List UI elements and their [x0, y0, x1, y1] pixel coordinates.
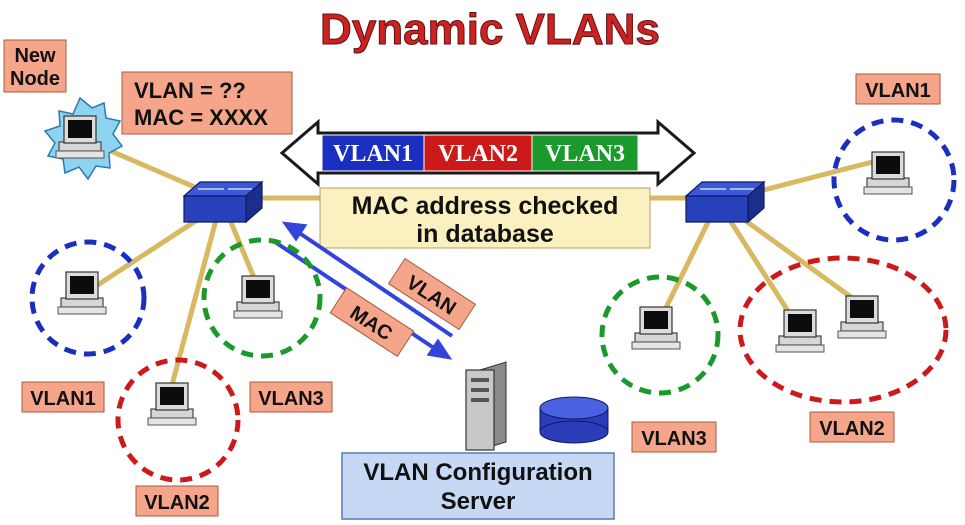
vlan-arrow-label-box: [387, 257, 477, 331]
right-switch-icon: [685, 181, 765, 223]
vlan-arrow-line: [290, 226, 454, 338]
query-mac-line: MAC = XXXX: [134, 105, 268, 130]
mac-check-note: [319, 187, 651, 249]
left-vlan3-label: VLAN3: [258, 388, 324, 410]
server-tower-icon: [465, 361, 507, 451]
right-vlan1-label: VLAN1: [865, 80, 931, 102]
server-label-box: [341, 452, 615, 520]
right-vlan1-label-box: [855, 73, 941, 105]
left-switch-icon: [183, 181, 263, 223]
left-vlan3-label-box: [249, 381, 333, 413]
right-vlan3-computer-icon: [631, 306, 681, 350]
right-vlan2-computer-icon-a: [775, 309, 825, 353]
cable: [719, 205, 798, 325]
right-vlan3-label-box: [631, 421, 717, 453]
trunk-segment-vlan2: [423, 134, 533, 172]
left-vlan2-label-box: [135, 485, 219, 517]
left-vlan2-label: VLAN2: [144, 492, 210, 514]
page-title: Dynamic VLANs: [320, 5, 660, 54]
trunk-segment-vlan1-label: VLAN1: [333, 141, 413, 167]
left-vlan2-computer-icon: [147, 382, 197, 426]
new-node-label-line2: Node: [10, 68, 60, 90]
query-box: [121, 71, 293, 135]
mac-check-note-line1: MAC address checked: [352, 192, 619, 220]
cable: [657, 205, 718, 323]
server-label-line2: Server: [441, 488, 516, 515]
right-vlan2-computer-icon-b: [837, 295, 887, 339]
left-vlan1-label: VLAN1: [30, 388, 96, 410]
left-vlan2-group-ring: [115, 357, 241, 483]
database-icon: [539, 396, 609, 444]
vlan-arrow-label-group: VLAN: [387, 257, 477, 331]
right-vlan3-label: VLAN3: [641, 428, 707, 450]
trunk-segment-vlan1: [321, 134, 425, 172]
left-vlan3-group-ring: [201, 237, 323, 359]
right-vlan2-group-ring: [737, 255, 949, 405]
right-vlan2-label: VLAN2: [819, 418, 885, 440]
left-vlan1-label-box: [21, 381, 105, 413]
network-cables: [87, 139, 883, 388]
left-vlan3-computer-icon: [233, 275, 283, 319]
cable: [169, 202, 223, 388]
mac-arrow-label-box: [329, 286, 415, 358]
left-vlan1-computer-icon: [57, 271, 107, 315]
mac-arrow-label-group: MAC: [329, 286, 415, 358]
left-vlan1-group-ring: [29, 239, 147, 357]
right-vlan1-computer-icon: [863, 151, 913, 195]
mac-check-note-line2: in database: [416, 220, 554, 248]
server-label-line1: VLAN Configuration: [363, 459, 592, 486]
trunk-segment-vlan3: [531, 134, 639, 172]
vlan-arrow-head: [281, 221, 308, 242]
mac-arrow-head: [426, 338, 453, 360]
right-vlan3-group-ring: [599, 274, 721, 396]
trunk-segment-vlan2-label: VLAN2: [438, 141, 518, 167]
trunk-segment-vlan3-label: VLAN3: [545, 141, 625, 167]
new-node-label-line1: New: [14, 45, 56, 67]
new-node-label-box: [3, 39, 67, 93]
query-vlan-line: VLAN = ??: [134, 78, 246, 103]
right-vlan2-label-box: [809, 411, 895, 443]
cable: [725, 205, 865, 308]
right-vlan1-group-ring: [831, 117, 957, 243]
